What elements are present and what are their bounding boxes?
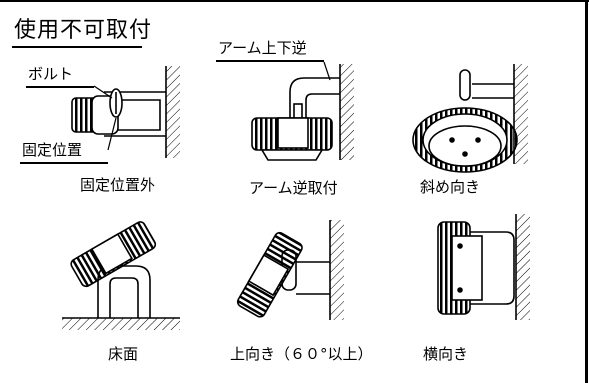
frame-right-border: [585, 0, 588, 383]
caption-upward: 上向き（６０°以上）: [230, 345, 373, 363]
label-fixing-position-underline: [20, 162, 108, 164]
figure-floor-mount: [62, 221, 180, 330]
figure-sideways: [437, 214, 530, 320]
figure-upward-mount: [236, 220, 344, 320]
figure-arm-reversed: [251, 61, 354, 161]
label-bolt: ボルト: [28, 65, 74, 83]
page-title: 使用不可取付: [14, 18, 153, 43]
caption-outside-fixing-position: 固定位置外: [80, 176, 156, 194]
label-arm-reverse: アーム上下逆: [218, 39, 307, 57]
label-fixing-position: 固定位置: [22, 141, 83, 159]
figure-tilted: [412, 64, 528, 173]
frame-top-border: [0, 0, 589, 2]
title-underline: [12, 46, 142, 48]
caption-arm-reversed: アーム逆取付: [249, 179, 338, 197]
caption-floor: 床面: [108, 345, 139, 363]
caption-sideways: 横向き: [423, 345, 469, 363]
caption-tilted: 斜め向き: [420, 178, 481, 196]
figure-outside-fixing-position: [71, 66, 180, 158]
label-bolt-underline: [26, 86, 94, 88]
label-arm-reverse-underline: [216, 60, 324, 62]
